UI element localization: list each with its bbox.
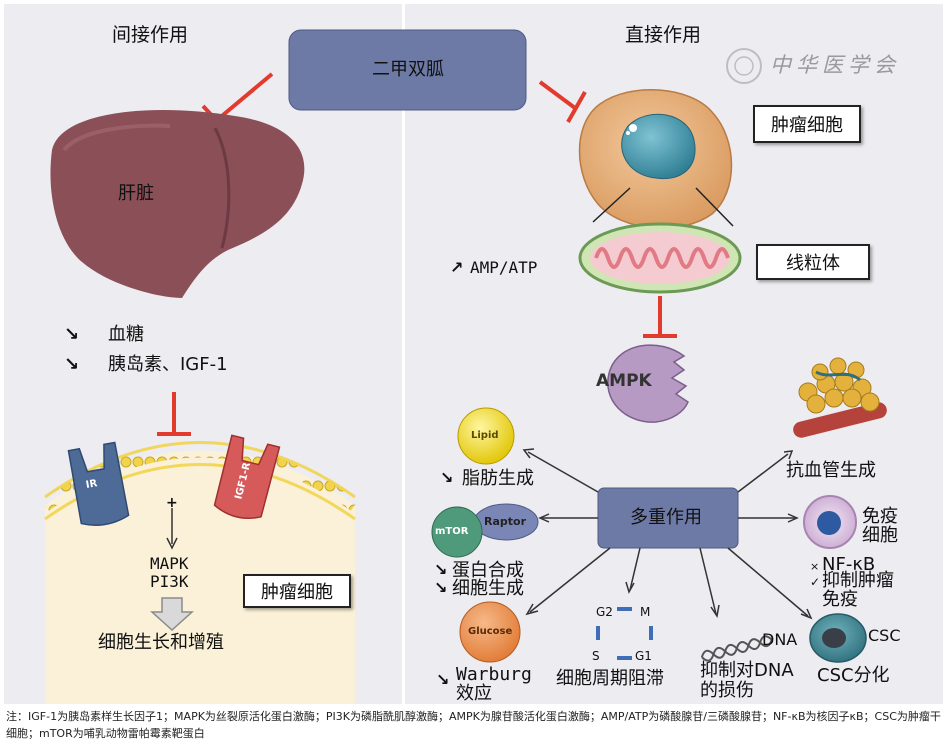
decrease-arrow-icon: ↘ [434,578,448,597]
angiogenesis-icon [793,357,887,438]
tumor-cell-box: 肿瘤细胞 [753,105,861,143]
mitochondrion-box: 线粒体 [756,244,870,280]
immune-text-2: 细胞 [862,525,898,546]
dna-text-2: 的损伤 [700,680,754,701]
inhibit-ampk-symbol [643,296,677,338]
decrease-arrow-icon: ↘ [436,670,450,689]
raptor-label: Raptor [484,515,527,528]
nfkb-label: NF-κB [822,554,876,575]
ampk-icon [607,344,689,423]
heading-direct: 直接作用 [625,24,702,46]
liver-label: 肝脏 [118,183,154,204]
pathway-pi3k: PI3K [150,572,189,591]
cross-icon: × [810,560,820,573]
heading-indirect: 间接作用 [112,24,189,46]
outcome-growth: 细胞生长和增殖 [98,632,224,653]
immune-text-4: 免疫 [822,589,858,610]
mtor-raptor-icon [431,503,539,558]
dna-label: DNA [762,630,798,649]
watermark-text: 中华医学会 [770,53,900,77]
check-icon: ✓ [810,575,821,589]
decrease-arrow-icon: ↘ [440,468,454,487]
cell-cycle-icon [596,607,653,660]
cell-cycle-text: 细胞周期阻滞 [556,668,664,689]
decrease-arrow-icon: ↘ [64,324,80,345]
lipid-ball-label: Lipid [471,430,499,441]
glucose-ball-label: Glucose [468,626,513,637]
down-block-arrow-icon [150,597,194,632]
decrease-arrow-icon: ↘ [434,560,448,579]
glucose-ball-icon [459,601,521,663]
watermark-emblem-icon [726,48,762,84]
hub-arrows [522,448,813,620]
increase-arrow-icon: ↗ [450,258,464,277]
liver-icon [50,109,305,298]
immune-text-1: 免疫 [862,506,898,527]
immune-text-3: 抑制肿瘤 [822,570,894,591]
effect-blood-glucose: 血糖 [108,324,144,345]
warburg-text: Warburg [456,664,532,685]
amp-atp-label: AMP/ATP [470,258,538,277]
ampk-label: AMPK [596,371,652,391]
mtor-text-protein: 蛋白合成 [452,560,524,581]
angio-text: 抗血管生成 [786,460,876,481]
effect-insulin-igf1: 胰岛素、IGF-1 [108,354,228,375]
inhibit-membrane-symbol [157,392,191,436]
mitochondrion-icon [578,222,742,294]
phase-m: M [640,605,651,619]
immune-cell-icon [803,495,857,549]
csc-label: CSC [868,626,901,645]
drug-box [288,29,527,111]
igf1r-receptor-icon [213,434,281,520]
decrease-arrow-icon: ↘ [64,354,80,375]
phase-g2: G2 [596,605,613,619]
ir-receptor-icon [67,441,130,526]
phase-g1: G1 [635,649,652,663]
csc-text: CSC分化 [817,665,890,686]
dna-helix-icon [700,635,773,662]
lipid-text: 脂肪生成 [462,468,534,489]
mtor-text-cell: 细胞生成 [452,578,524,599]
dna-text-1: 抑制对DNA [700,660,794,681]
tumor-cell-icon [578,89,733,229]
mtor-label: mTOR [435,526,469,537]
hub-label: 多重作用 [630,507,702,528]
ir-label: IR [85,478,99,491]
footnote: 注：IGF-1为胰岛素样生长因子1；MAPK为丝裂原活化蛋白激酶；PI3K为磷脂… [6,710,941,740]
warburg-effect-text: 效应 [456,683,492,704]
left-tumor-cell-box: 肿瘤细胞 [243,574,351,608]
csc-cell-icon [809,613,867,663]
pathway-mapk: MAPK [150,554,189,573]
lipid-ball-icon [457,407,515,465]
phase-s: S [592,649,600,663]
inhibit-tumor-symbol [538,80,587,123]
plus-sign: + [166,495,178,511]
drug-label: 二甲双胍 [372,59,444,80]
